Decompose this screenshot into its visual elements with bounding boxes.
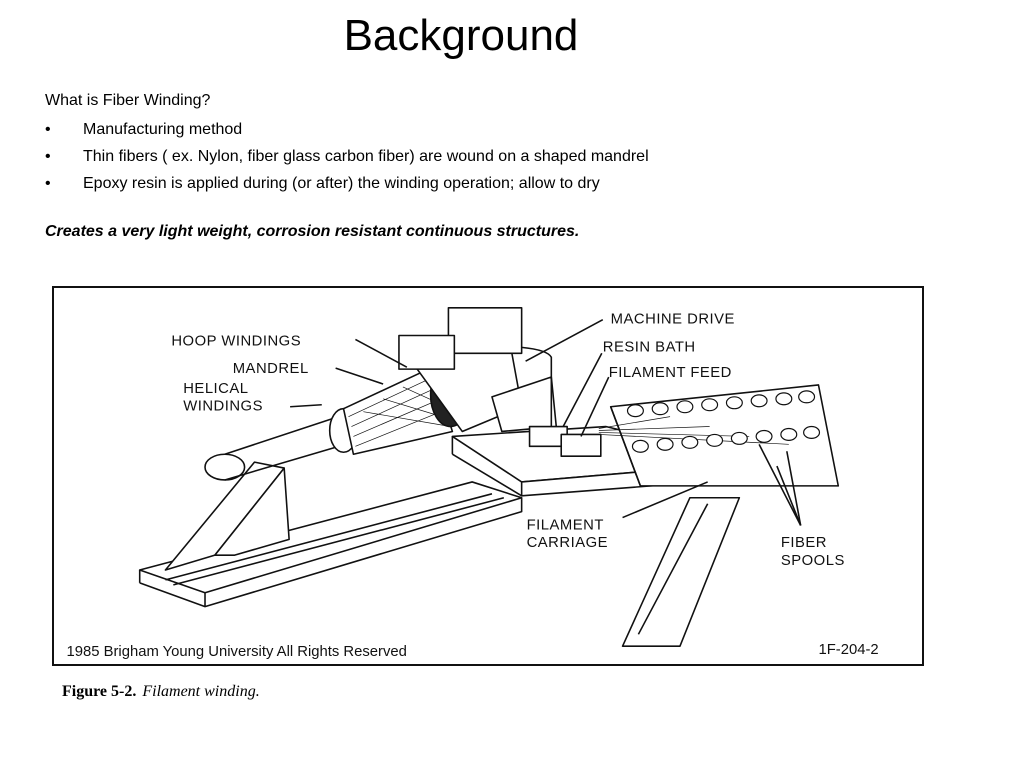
label-fiber-spools-line2: SPOOLS: [781, 553, 845, 569]
figure-caption-number: Figure 5-2.: [62, 683, 137, 700]
label-fiber-spools-line1: FIBER: [781, 535, 827, 551]
bullet-text: Thin fibers ( ex. Nylon, fiber glass car…: [83, 148, 649, 165]
bullet-item: • Manufacturing method: [45, 116, 649, 143]
figure-copyright: 1985 Brigham Young University All Rights…: [66, 644, 406, 660]
figure-caption: Figure 5-2. Filament winding.: [62, 683, 260, 701]
label-hoop-windings: HOOP WINDINGS: [171, 333, 301, 349]
carriage-rail: [621, 496, 741, 647]
label-mandrel: MANDREL: [233, 361, 309, 377]
bullet-marker: •: [45, 148, 51, 165]
label-filament-carriage-line1: FILAMENT: [527, 517, 604, 533]
bullet-marker: •: [45, 121, 51, 138]
label-machine-drive: MACHINE DRIVE: [611, 312, 735, 328]
label-filament-feed: FILAMENT FEED: [609, 365, 732, 381]
figure-caption-text: Filament winding.: [142, 683, 260, 700]
figure-code: 1F-204-2: [818, 642, 878, 658]
tagline-text: Creates a very light weight, corrosion r…: [45, 223, 580, 240]
bullet-text: Manufacturing method: [83, 121, 243, 138]
label-filament-carriage-line2: CARRIAGE: [527, 535, 608, 551]
machine-drive-box: [447, 306, 523, 355]
filament-winding-drawing: HOOP WINDINGS MANDREL HELICAL WINDINGS M…: [66, 306, 879, 660]
label-helical-line2: WINDINGS: [183, 399, 263, 415]
question-text: What is Fiber Winding?: [45, 92, 211, 109]
bullet-list: • Manufacturing method • Thin fibers ( ex.…: [45, 116, 649, 197]
bullet-marker: •: [45, 175, 51, 192]
filament-winding-figure: HOOP WINDINGS MANDREL HELICAL WINDINGS M…: [52, 286, 924, 666]
bullet-text: Epoxy resin is applied during (or after)…: [83, 175, 600, 192]
label-helical-line1: HELICAL: [183, 381, 248, 397]
label-resin-bath: RESIN BATH: [603, 339, 696, 355]
bullet-item: • Epoxy resin is applied during (or after…: [45, 170, 649, 197]
helical-windings: [342, 366, 454, 456]
fiber-spools: [626, 390, 821, 453]
bullet-item: • Thin fibers ( ex. Nylon, fiber glass ca…: [45, 143, 649, 170]
slide-title: Background: [343, 11, 579, 60]
